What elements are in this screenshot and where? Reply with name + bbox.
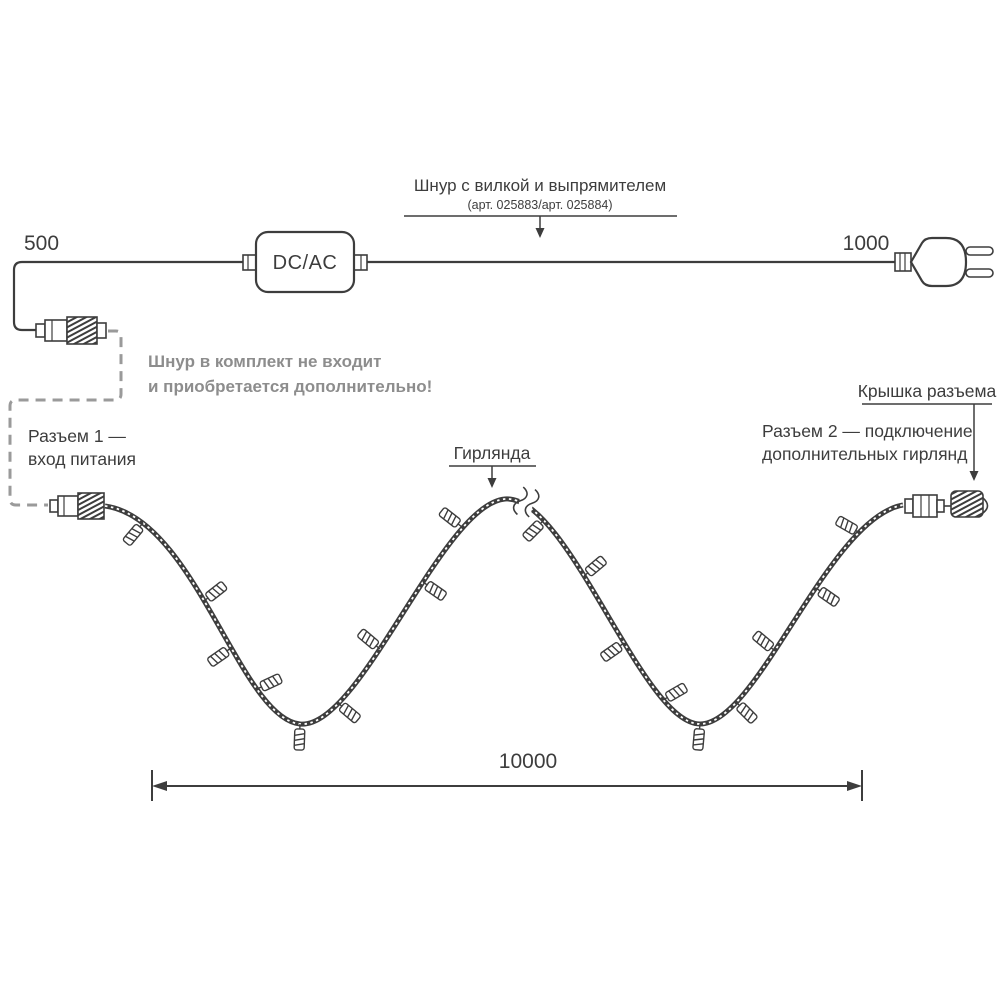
note-line1: Шнур в комплект не входит (148, 352, 381, 371)
wire-break-icon (512, 484, 540, 522)
dimension-line-10000 (151, 770, 863, 801)
connector2-label-line2: дополнительных гирлянд (762, 444, 967, 464)
length-500-label: 500 (24, 232, 59, 255)
lamp-icon (293, 723, 306, 751)
power-connector-icon (35, 316, 107, 345)
lamp-icon (751, 629, 779, 656)
garland-wire (104, 496, 904, 727)
connector-cap-icon (950, 490, 989, 518)
cap-leader (862, 403, 992, 481)
dcac-label: DC/AC (273, 252, 338, 274)
cord-callout-leader (404, 215, 677, 238)
cord-articles-label: (арт. 025883/арт. 025884) (467, 198, 612, 212)
connector1-label-line2: вход питания (28, 449, 136, 469)
garland-label: Гирлянда (454, 443, 531, 463)
right-arrow-icon (847, 781, 862, 791)
power-plug-icon (894, 236, 994, 288)
note-line2: и приобретается дополнительно! (148, 377, 432, 396)
cap-label: Крышка разъема (858, 381, 997, 401)
garland-leader (449, 465, 536, 488)
lamp-icon (356, 627, 384, 654)
length-1000-label: 1000 (843, 232, 890, 255)
dashed-connection-line (8, 329, 123, 507)
cord-callout-label: Шнур с вилкой и выпрямителем (414, 176, 666, 195)
left-arrow-icon (152, 781, 167, 791)
total-length-label: 10000 (499, 750, 557, 773)
lamp-icon (121, 519, 148, 547)
dcac-converter (242, 230, 368, 294)
plug-pin-bottom (965, 268, 994, 278)
lamp-icon (731, 697, 759, 725)
converter-left-nub (242, 254, 257, 271)
plug-pin-top (965, 246, 994, 256)
dcac-box (254, 230, 356, 294)
lamp-icon (580, 554, 608, 581)
lamp-icon (334, 698, 362, 725)
garland-connector-2 (904, 494, 951, 518)
lamp-icon (692, 722, 706, 752)
connector2-label-line1: Разъем 2 — подключение (762, 421, 973, 441)
down-arrow-icon (969, 471, 979, 481)
down-arrow-icon (535, 228, 545, 238)
down-arrow-icon (487, 478, 497, 488)
power-cord-line (12, 260, 897, 332)
garland-connector-1 (49, 492, 105, 520)
connector1-label-line1: Разъем 1 — (28, 426, 126, 446)
garland-lamps (121, 506, 864, 752)
